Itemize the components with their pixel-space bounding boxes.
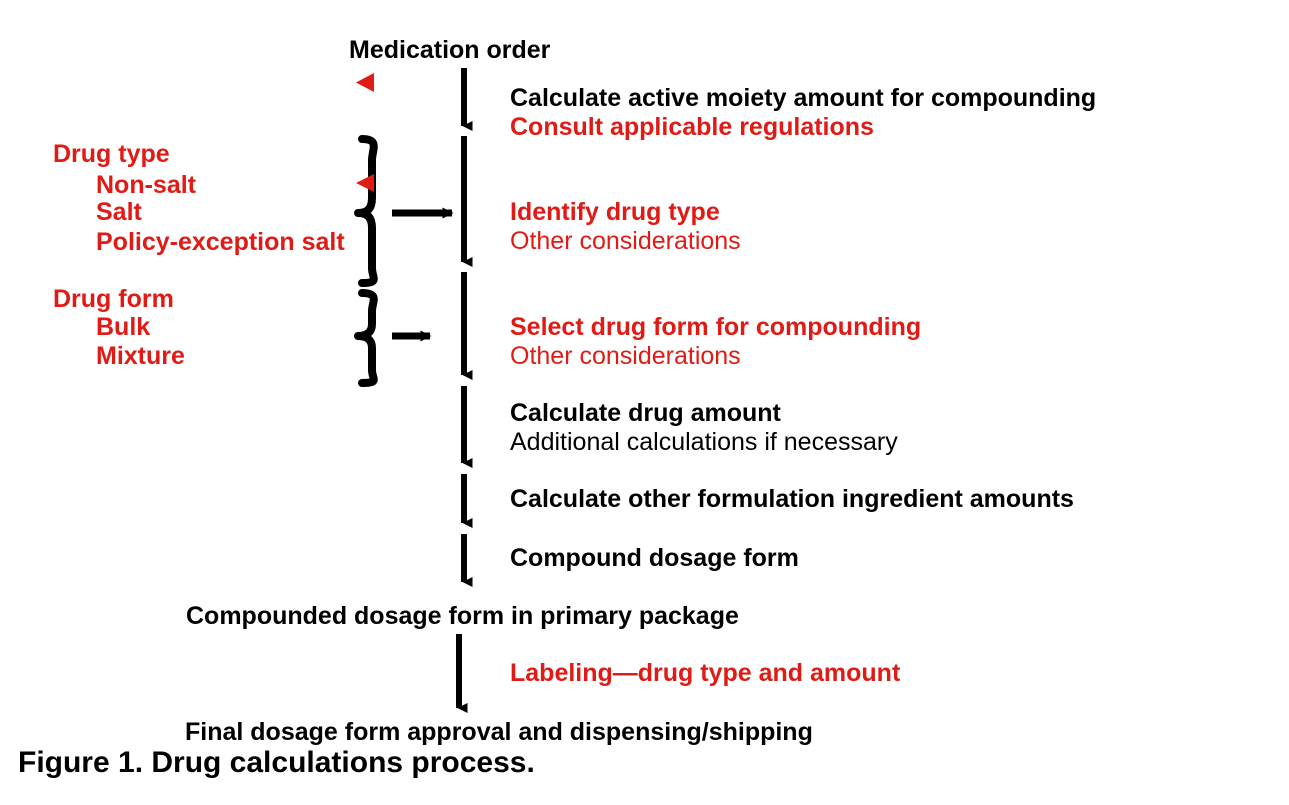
side-group-drug-type-item-salt: Salt	[96, 198, 142, 226]
step-5-primary-label: Calculate other formulation ingredient a…	[510, 485, 1074, 513]
terminal-node-final-approval: Final dosage form approval and dispensin…	[185, 718, 813, 746]
step-3-primary-label: Select drug form for compounding	[510, 313, 922, 341]
figure-caption: Figure 1. Drug calculations process.	[18, 746, 535, 779]
step-6-primary-label: Compound dosage form	[510, 544, 799, 572]
step-2-primary-label: Identify drug type	[510, 198, 720, 226]
side-group-drug-form-item-bulk: Bulk	[96, 313, 151, 341]
step-1-secondary-label: Consult applicable regulations	[510, 113, 874, 141]
side-group-drug-type-item-non-salt: Non-salt	[96, 171, 196, 199]
step-1-primary-label: Calculate active moiety amount for compo…	[510, 84, 1097, 112]
step-7-primary-label: Labeling—drug type and amount	[510, 659, 901, 687]
step-4-secondary-label: Additional calculations if necessary	[510, 428, 898, 456]
brace-drug-form	[354, 289, 378, 387]
step-3-secondary-label: Other considerations	[510, 342, 741, 370]
side-group-drug-form-heading: Drug form	[53, 285, 174, 313]
red-triangle-marker-top	[356, 73, 374, 92]
step-2-secondary-label: Other considerations	[510, 227, 741, 255]
terminal-node-compounded-package: Compounded dosage form in primary packag…	[186, 602, 739, 630]
side-group-drug-type-item-policy-exception-salt: Policy-exception salt	[96, 228, 345, 256]
flow-entry-label: Medication order	[349, 36, 551, 64]
red-triangle-marker-non-salt	[356, 174, 374, 192]
step-4-primary-label: Calculate drug amount	[510, 399, 781, 427]
side-group-drug-type-heading: Drug type	[53, 140, 170, 168]
brace-drug-type	[354, 135, 378, 287]
side-group-drug-form-item-mixture: Mixture	[96, 342, 185, 370]
